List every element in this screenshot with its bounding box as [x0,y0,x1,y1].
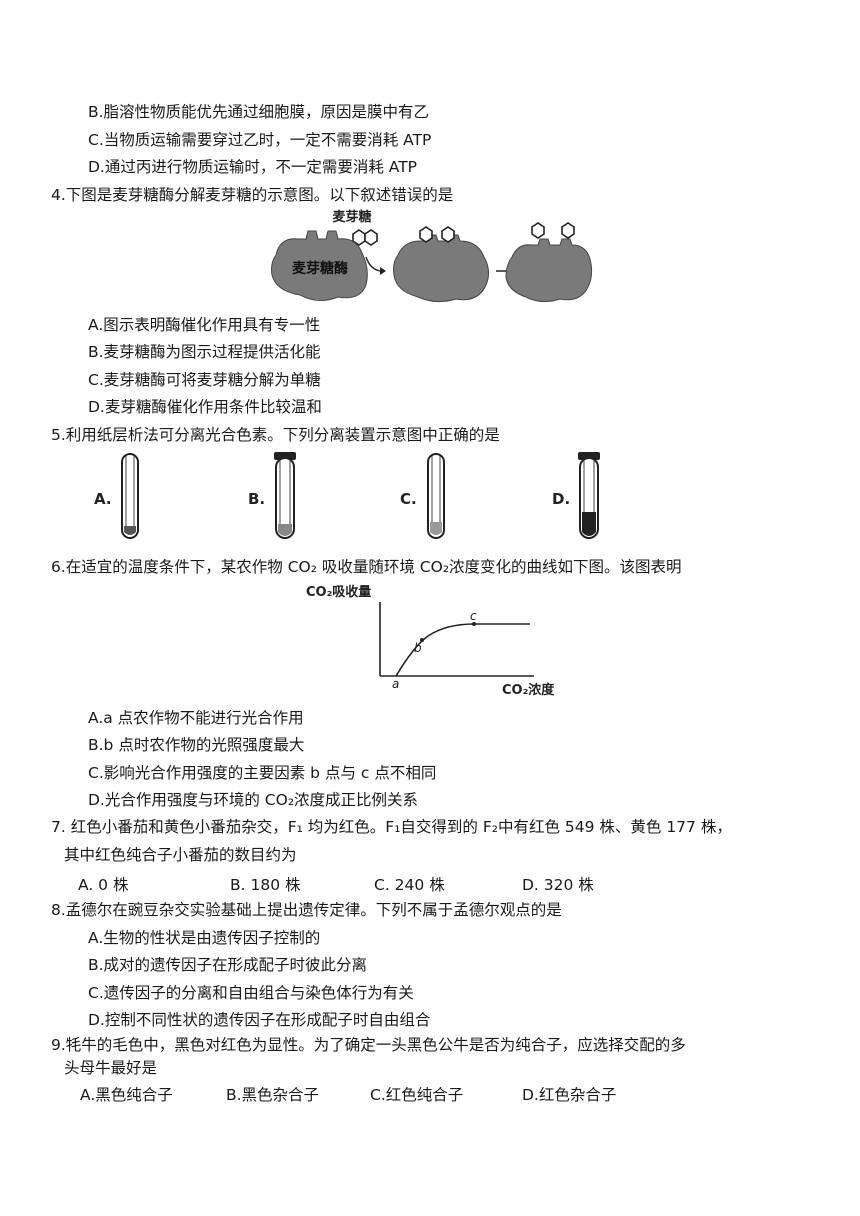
tube-a: A. [94,453,139,539]
q8-stem: 8.孟德尔在豌豆杂交实验基础上提出遗传定律。下列不属于孟德尔观点的是 [51,901,562,919]
q4-stem: 4.下图是麦芽糖酶分解麦芽糖的示意图。以下叙述错误的是 [51,186,454,204]
tube-c: C. [400,453,445,539]
tube-b: B. [248,452,296,539]
uptake-curve [395,623,530,677]
q6-option-b: B.b 点时农作物的光照强度最大 [88,736,305,754]
tube-d: D. [552,452,600,539]
q5-stem: 5.利用纸层析法可分离光合色素。下列分离装置示意图中正确的是 [51,426,500,444]
graph-xlabel: CO₂浓度 [502,682,555,698]
bound-maltose [419,226,455,243]
q8-option-d: D.控制不同性状的遗传因子在形成配子时自由组合 [88,1011,431,1029]
q7-stem-line2: 其中红色纯合子小番茄的数目约为 [64,846,297,864]
tube-label-c: C. [400,490,417,508]
q6-stem: 6.在适宜的温度条件下，某农作物 CO₂ 吸收量随环境 CO₂浓度变化的曲线如下… [51,558,682,576]
q9-stem-line2: 头母牛最好是 [64,1059,158,1077]
q7-option-a: A. 0 株 [78,876,129,894]
tube-label-d: D. [552,490,570,508]
point-b: b [414,641,422,655]
q7-option-c: C. 240 株 [374,876,445,894]
q9-option-c: C.红色纯合子 [370,1086,464,1104]
chromatography-tubes: A. B. C. D. [94,452,600,539]
q4-option-a: A.图示表明酶催化作用具有专一性 [88,316,321,334]
enzyme-shape-3 [505,238,593,303]
q8-option-c: C.遗传因子的分离和自由组合与染色体行为有关 [88,984,414,1002]
q9-option-a: A.黑色纯合子 [80,1086,173,1104]
q4-option-c: C.麦芽糖酶可将麦芽糖分解为单糖 [88,371,321,389]
q9-option-b: B.黑色杂合子 [226,1086,320,1104]
q9-stem-line1: 9.牦牛的毛色中，黑色对红色为显性。为了确定一头黑色公牛是否为纯合子，应选择交配… [51,1036,686,1054]
q6-option-c: C.影响光合作用强度的主要因素 b 点与 c 点不相同 [88,764,437,782]
graph-ylabel: CO₂吸收量 [306,584,371,600]
q6-option-a: A.a 点农作物不能进行光合作用 [88,709,304,727]
q3-option-c: C.当物质运输需要穿过乙时，一定不需要消耗 ATP [88,131,432,149]
enzyme-shape-2 [393,234,490,303]
glucose-products [531,222,575,239]
enzyme-shape-1 [271,230,368,301]
point-a: a [392,677,399,691]
q8-option-b: B.成对的遗传因子在形成配子时彼此分离 [88,956,368,974]
q3-option-d: D.通过丙进行物质运输时，不一定需要消耗 ATP [88,158,418,176]
enzyme-label: 麦芽糖酶 [292,260,348,277]
q7-option-b: B. 180 株 [230,876,301,894]
q6-option-d: D.光合作用强度与环境的 CO₂浓度成正比例关系 [88,791,419,809]
co2-uptake-graph: CO₂吸收量 a b c CO₂浓度 [306,584,555,698]
q9-option-d: D.红色杂合子 [522,1086,617,1104]
maltose-label: 麦芽糖 [332,209,371,225]
binding-arrow [365,256,381,272]
q7-option-d: D. 320 株 [522,876,594,894]
tube-label-b: B. [248,490,265,508]
q4-option-d: D.麦芽糖酶催化作用条件比较温和 [88,398,322,416]
point-c: c [470,609,477,623]
q4-option-b: B.麦芽糖酶为图示过程提供活化能 [88,343,321,361]
maltase-diagram: 麦芽糖 麦芽糖酶 [271,209,593,303]
q7-stem-line1: 7. 红色小番茄和黄色小番茄杂交，F₁ 均为红色。F₁自交得到的 F₂中有红色 … [51,818,732,836]
maltose-molecule [352,229,378,246]
tube-label-a: A. [94,490,112,508]
q8-option-a: A.生物的性状是由遗传因子控制的 [88,929,321,947]
q3-option-b: B.脂溶性物质能优先通过细胞膜，原因是膜中有乙 [88,103,430,121]
